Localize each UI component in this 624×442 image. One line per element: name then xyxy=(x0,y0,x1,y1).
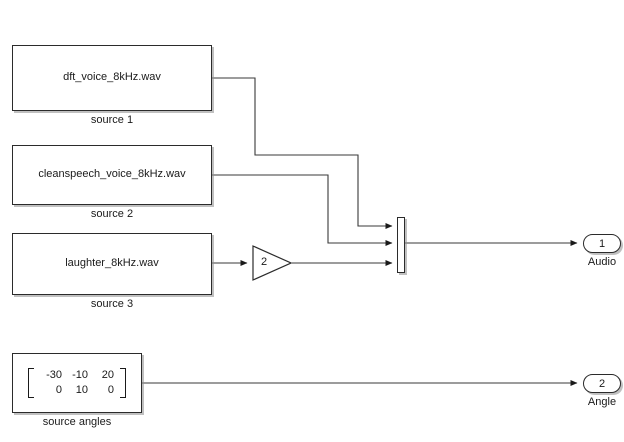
matrix-cell: 20 xyxy=(101,369,114,382)
matrix-rows: -30 -10 20 0 10 0 xyxy=(34,368,120,398)
port-audio[interactable]: 1 xyxy=(583,234,621,253)
block-source-angles[interactable]: -30 -10 20 0 10 0 xyxy=(12,353,142,413)
block-source2[interactable]: cleanspeech_voice_8kHz.wav xyxy=(12,145,212,205)
block-source3[interactable]: laughter_8kHz.wav xyxy=(12,233,212,295)
mux-block[interactable] xyxy=(397,217,405,273)
matrix-cell: -30 xyxy=(46,369,62,382)
matrix-cell: -10 xyxy=(72,369,88,382)
gain-value: 2 xyxy=(261,256,268,268)
matrix-bracket-left xyxy=(28,368,34,398)
block-source3-label: laughter_8kHz.wav xyxy=(65,257,159,270)
matrix-bracket-right xyxy=(120,368,126,398)
matrix-cell: 10 xyxy=(75,384,88,396)
caption-source3: source 3 xyxy=(90,298,134,310)
port-angle[interactable]: 2 xyxy=(583,374,621,393)
matrix-row: -30 -10 20 xyxy=(38,368,116,383)
caption-source1: source 1 xyxy=(90,114,134,126)
matrix-cell: 0 xyxy=(107,384,114,396)
caption-port-angle: Angle xyxy=(587,396,617,408)
matrix-row: 0 10 0 xyxy=(38,383,116,398)
caption-port-audio: Audio xyxy=(587,256,617,268)
block-source1-label: dft_voice_8kHz.wav xyxy=(63,71,161,84)
port-audio-number: 1 xyxy=(598,237,606,250)
matrix-cell: 0 xyxy=(55,384,62,396)
caption-source-angles: source angles xyxy=(42,416,112,428)
wire-source1-to-mux[interactable] xyxy=(212,77,393,229)
block-source2-label: cleanspeech_voice_8kHz.wav xyxy=(38,168,186,181)
gain-block[interactable]: 2 xyxy=(252,245,293,281)
block-source1[interactable]: dft_voice_8kHz.wav xyxy=(12,45,212,111)
wire-source2-to-mux[interactable] xyxy=(212,174,393,246)
port-angle-number: 2 xyxy=(598,377,606,390)
source-angles-matrix: -30 -10 20 0 10 0 xyxy=(28,368,126,398)
gain-triangle-icon xyxy=(252,245,293,281)
caption-source2: source 2 xyxy=(90,208,134,220)
